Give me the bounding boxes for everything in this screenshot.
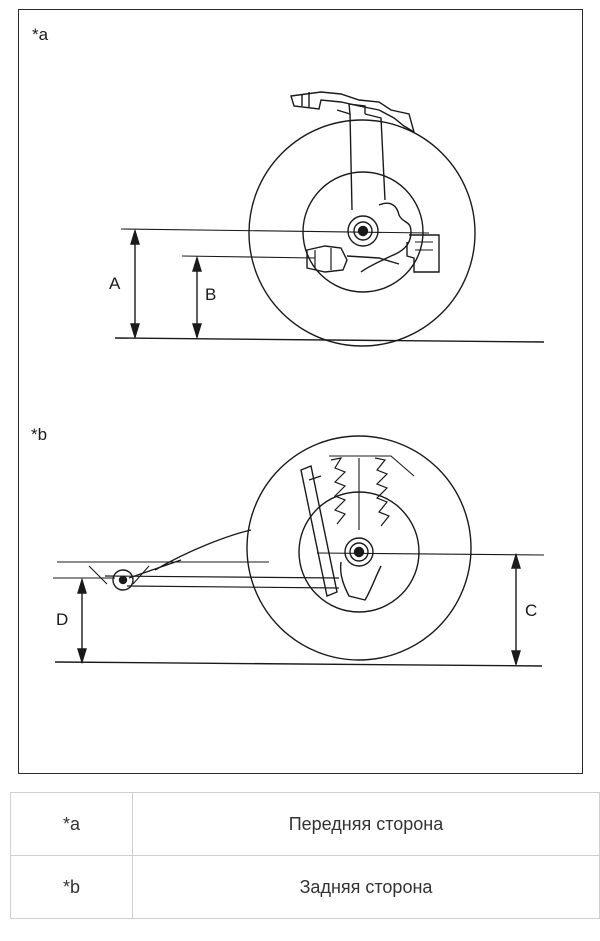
rear-trailing-arm-upper bbox=[104, 575, 340, 579]
front-rim bbox=[302, 171, 424, 293]
legend-row: *a Передняя сторона bbox=[10, 792, 600, 856]
legend-value: Задняя сторона bbox=[132, 855, 600, 919]
legend-key: *a bbox=[10, 792, 133, 856]
dimension-d-arrow bbox=[77, 577, 87, 665]
rear-hub-outer bbox=[344, 537, 374, 567]
dimension-b-label: B bbox=[205, 285, 216, 304]
suspension-height-diagram: *a bbox=[18, 9, 583, 774]
dimension-a-label: A bbox=[109, 274, 121, 293]
front-tie-rod-end bbox=[301, 92, 310, 108]
front-axle-centerline bbox=[120, 228, 430, 234]
legend-table: *a Передняя сторона *b Задняя сторона bbox=[10, 792, 600, 919]
front-ground-line bbox=[114, 337, 545, 343]
legend-row: *b Задняя сторона bbox=[10, 855, 600, 919]
front-bushing-centerline bbox=[181, 255, 316, 259]
rear-trailing-arm-frame bbox=[128, 529, 252, 579]
dimension-d-label: D bbox=[56, 610, 68, 629]
rear-coil-spring-right bbox=[374, 457, 390, 527]
front-hub-outer bbox=[347, 215, 379, 247]
rear-coil-spring-left bbox=[330, 457, 347, 525]
front-hub-middle bbox=[353, 221, 373, 241]
front-lower-arm bbox=[346, 255, 400, 265]
rear-axle-centerline bbox=[316, 552, 545, 556]
rear-bushing-bracket bbox=[88, 565, 150, 585]
panel-a-label: *a bbox=[32, 25, 49, 44]
legend-key: *b bbox=[10, 855, 133, 919]
front-tire bbox=[248, 119, 476, 347]
rear-ground-line bbox=[54, 661, 543, 667]
dimension-c-arrow bbox=[511, 552, 521, 667]
dimension-a-arrow bbox=[130, 228, 140, 340]
legend-value: Передняя сторона bbox=[132, 792, 600, 856]
rear-arm-bushing-inner bbox=[118, 575, 128, 585]
rear-knuckle bbox=[339, 561, 382, 601]
front-hub-inner bbox=[357, 225, 369, 237]
front-caliper bbox=[406, 234, 440, 273]
rear-tire bbox=[246, 435, 472, 661]
rear-hub-middle bbox=[349, 542, 369, 562]
front-knuckle bbox=[360, 202, 412, 273]
dimension-b-arrow bbox=[192, 255, 202, 340]
dimension-c-label: C bbox=[525, 601, 537, 620]
rear-trailing-arm-lower bbox=[126, 585, 340, 589]
rear-wheel-assembly bbox=[128, 435, 472, 661]
front-wheel-assembly bbox=[248, 91, 476, 347]
rear-arm-bushing-outer bbox=[112, 569, 134, 591]
rear-shock-absorber bbox=[300, 465, 338, 597]
front-upper-arm bbox=[290, 91, 416, 134]
panel-b-label: *b bbox=[31, 425, 47, 444]
rear-hub-inner bbox=[353, 546, 365, 558]
front-lower-arm-bushing bbox=[306, 245, 348, 273]
